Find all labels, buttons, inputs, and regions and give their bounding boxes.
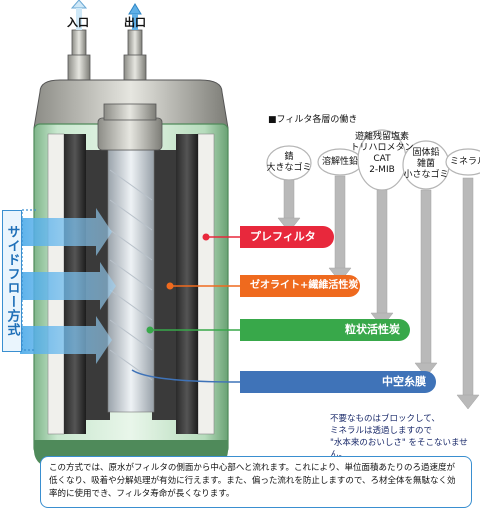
outlet-label: 出口 [124, 16, 146, 29]
category-label: 錆 大きなゴミ [266, 152, 312, 173]
layer-label-prefilter: プレフィルタ [240, 226, 334, 248]
outlet-nozzle [123, 3, 147, 86]
flow-arrows [20, 208, 116, 364]
layer-label-granular-carbon: 粒状活性炭 [240, 319, 410, 341]
section-title: ■フィルタ各層の働き [268, 115, 358, 125]
category-label: 遊離残留塩素 トリハロメタン CAT 2-MIB [350, 132, 414, 175]
inlet-label: 入口 [67, 16, 89, 29]
side-flow-label: サイドフロー方式 [2, 210, 22, 352]
layer-label-zeolite: ゼオライト+繊維活性炭 [240, 275, 360, 297]
category-label: 固体鉛 雑菌 小さなゴミ [403, 148, 449, 180]
mineral-note: 不要なものはブロックして、 ミネラルは透過しますので "水本来のおいしさ" をそ… [330, 414, 468, 460]
layer-label-hollow-fiber: 中空糸膜 [240, 371, 436, 393]
inlet-nozzle [67, 0, 91, 86]
category-label: 溶解性鉛 [321, 157, 358, 167]
description-box: この方式では、原水がフィルタの側面から中心部へと流れます。これにより、単位面積あ… [40, 456, 472, 508]
category-label: ミネラル [449, 157, 480, 167]
